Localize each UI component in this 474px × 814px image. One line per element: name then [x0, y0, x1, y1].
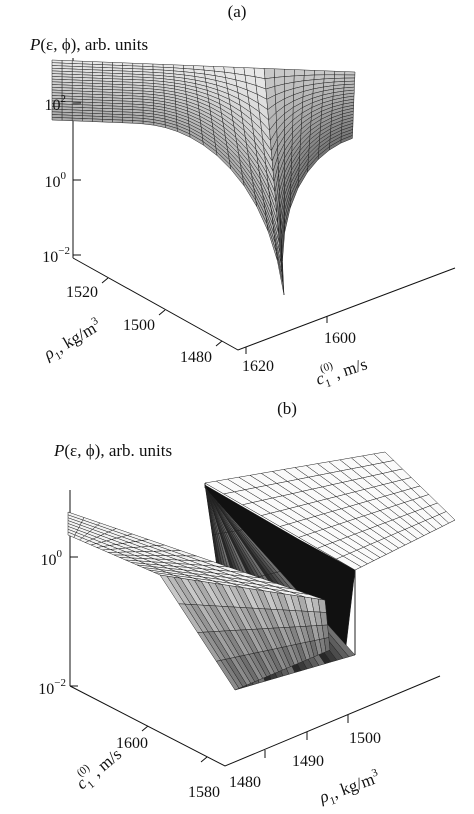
panel-a-z-axis-title: P(ε, ϕ), arb. units [29, 35, 148, 54]
panel-a-surface [51, 59, 356, 295]
panel-b-label: (b) [277, 399, 297, 418]
panel-a-rho-tick-label: 1500 [123, 317, 155, 334]
panel-a-rho-tick-label: 1480 [180, 349, 212, 366]
surface-a-facet [61, 117, 73, 122]
surface-a-facet [92, 118, 103, 123]
surface-a-facet [334, 74, 345, 79]
panel-a-c-tick-label: 1600 [324, 330, 356, 347]
panel-a-z-tick-label: 100 [45, 170, 67, 191]
surface-a-facet [132, 120, 144, 125]
panel-a-rho-tick-mark [101, 277, 109, 284]
surface-a-facet [334, 70, 346, 76]
surface-a-facet [102, 119, 113, 123]
panel-a-z-tick-label: 10−2 [42, 245, 70, 266]
surface-a-facet [344, 74, 356, 79]
panel-b-c-tick-label: 1600 [116, 735, 148, 752]
panel-b-c-tick-mark [141, 725, 149, 732]
surface-b-plateau [154, 572, 181, 579]
panel-b-z-ticks: 100 10−2 [38, 548, 78, 698]
panel-b-rho-axis-label: ρ1, kg/m3 [316, 766, 384, 810]
panel-b-base-axes [69, 675, 441, 767]
panel-a-rho-axis-label: ρ1, kg/m3 [39, 315, 107, 368]
panel-a-c-ticks: 1600 1620 [242, 316, 356, 375]
panel-a-z-ticks: 102 100 10−2 [42, 93, 81, 266]
surface-a-facet [340, 135, 353, 144]
surface-a-facet [324, 70, 336, 76]
surface-a-facet [303, 69, 315, 76]
panel-b-surface [67, 451, 456, 691]
panel-a-c-tick-label: 1620 [242, 358, 274, 375]
panel-b-rho-tick-label: 1490 [292, 753, 324, 770]
surface-a-facet [112, 119, 123, 124]
surface-a-facet [284, 68, 295, 77]
panel-b: (b) P(ε, ϕ), arb. units 100 10−2 1600 15… [38, 399, 456, 810]
surface-a-facet [314, 70, 325, 76]
panel-b-c-tick-label: 1580 [188, 784, 220, 801]
panel-a-c-axis-label: c1(0), m/s [312, 350, 371, 393]
surface-a-facet [82, 118, 93, 122]
panel-a-rho-ticks: 1520 1500 1480 [66, 277, 223, 366]
surface-a-facet [344, 71, 356, 76]
surface-a-facet [273, 68, 285, 78]
surface-b-plateau [438, 511, 456, 524]
surface-a-facet [122, 119, 134, 124]
panel-b-z-tick-label: 100 [41, 548, 63, 569]
panel-a-rho-tick-label: 1520 [66, 284, 98, 301]
panel-b-c-ticks: 1600 1580 [116, 725, 220, 801]
panel-a-rho-tick-mark [158, 309, 166, 316]
panel-a-z-tick-label: 102 [45, 93, 67, 114]
surface-a-facet [263, 68, 275, 79]
panel-b-rho-ticks: 1480 1490 1500 [229, 715, 381, 791]
surface-a-facet [293, 69, 305, 77]
panel-b-rho-tick-label: 1480 [229, 774, 261, 791]
panel-a: (a) P(ε, ϕ), arb. units 102 100 10−2 152… [29, 2, 456, 393]
panel-b-z-axis-title: P(ε, ϕ), arb. units [53, 441, 172, 460]
panel-a-base-axes [72, 257, 456, 351]
panel-b-rho-tick-label: 1500 [349, 730, 381, 747]
surface-b-wall [323, 637, 331, 653]
panel-a-rho-tick-mark [215, 340, 223, 347]
panel-a-label: (a) [228, 2, 247, 21]
surface-a-facet [71, 117, 83, 122]
panel-b-z-tick-label: 10−2 [38, 677, 66, 698]
panel-b-c-tick-mark [200, 756, 208, 763]
surface-a-facet [51, 117, 63, 121]
